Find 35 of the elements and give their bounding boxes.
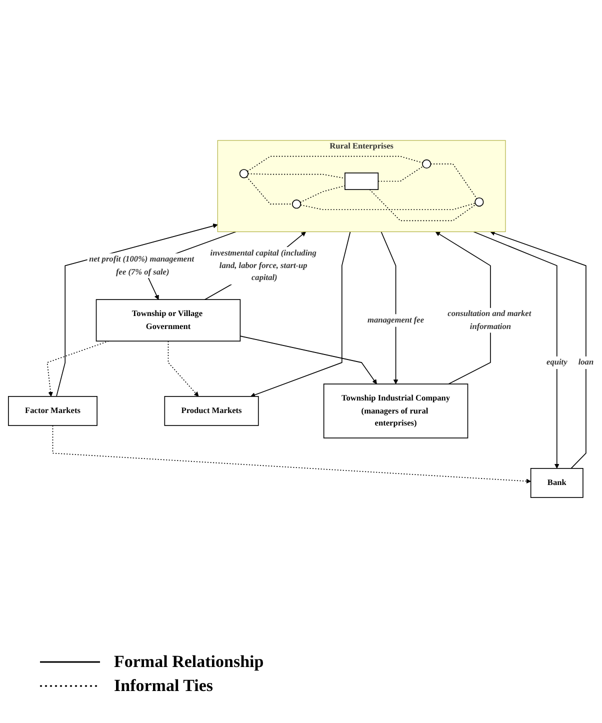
arrow — [52, 425, 532, 484]
arrow — [168, 340, 199, 397]
arrow — [56, 224, 218, 397]
connector — [369, 189, 476, 222]
arrow — [250, 231, 351, 398]
node-box: Township Industrial Company (managers of rural enterprises) — [323, 384, 468, 438]
edge-label: consultation and market information — [448, 310, 532, 331]
connector — [248, 173, 346, 179]
edge-label: investmental capital (including land, labor force, start-up capital) — [210, 248, 316, 282]
arrow — [490, 230, 586, 469]
node-box: Factor Markets — [8, 396, 98, 426]
edge-label: equity — [546, 358, 568, 367]
node-box: Township or Village Government — [96, 299, 241, 342]
cluster: Rural Enterprises — [217, 140, 506, 232]
edge-label: net profit (100%) management fee (7% of sale) — [89, 254, 194, 276]
node-box: Product Markets — [164, 396, 259, 426]
node-circle — [292, 200, 302, 209]
connector — [378, 166, 424, 182]
edge-label: management fee — [368, 316, 424, 325]
connector — [246, 176, 293, 205]
legend-text: Formal Relationship — [114, 652, 264, 672]
arrow — [473, 231, 560, 469]
node-circle — [474, 198, 484, 207]
node-box: Bank — [530, 468, 584, 498]
legend-text: Informal Ties — [114, 676, 214, 696]
arrow — [240, 336, 377, 384]
connector — [300, 185, 346, 203]
connector — [246, 156, 424, 172]
node-box — [344, 172, 379, 190]
edge-label: loan — [578, 358, 594, 367]
node-circle — [422, 159, 432, 169]
arrow — [380, 231, 398, 384]
connector — [300, 202, 476, 210]
connector — [430, 164, 478, 200]
node-circle — [239, 169, 248, 178]
